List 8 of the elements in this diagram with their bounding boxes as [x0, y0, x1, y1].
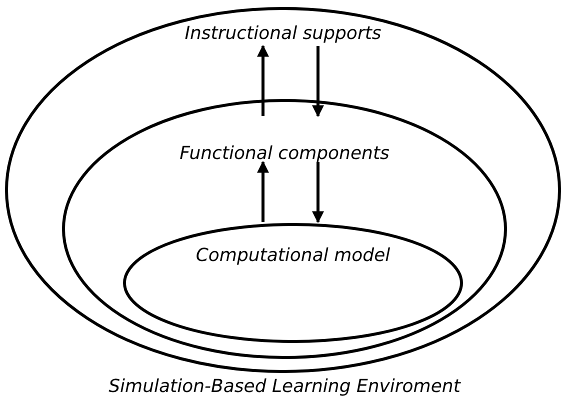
arrow	[257, 160, 269, 222]
ellipse-label: Functional components	[178, 143, 390, 165]
arrow	[312, 46, 324, 118]
caption: Simulation-Based Learning Enviroment	[108, 376, 462, 397]
arrow	[257, 44, 269, 116]
ellipse-label: Instructional supports	[184, 23, 382, 45]
ellipse-label: Computational model	[194, 245, 392, 267]
arrow	[312, 162, 324, 224]
